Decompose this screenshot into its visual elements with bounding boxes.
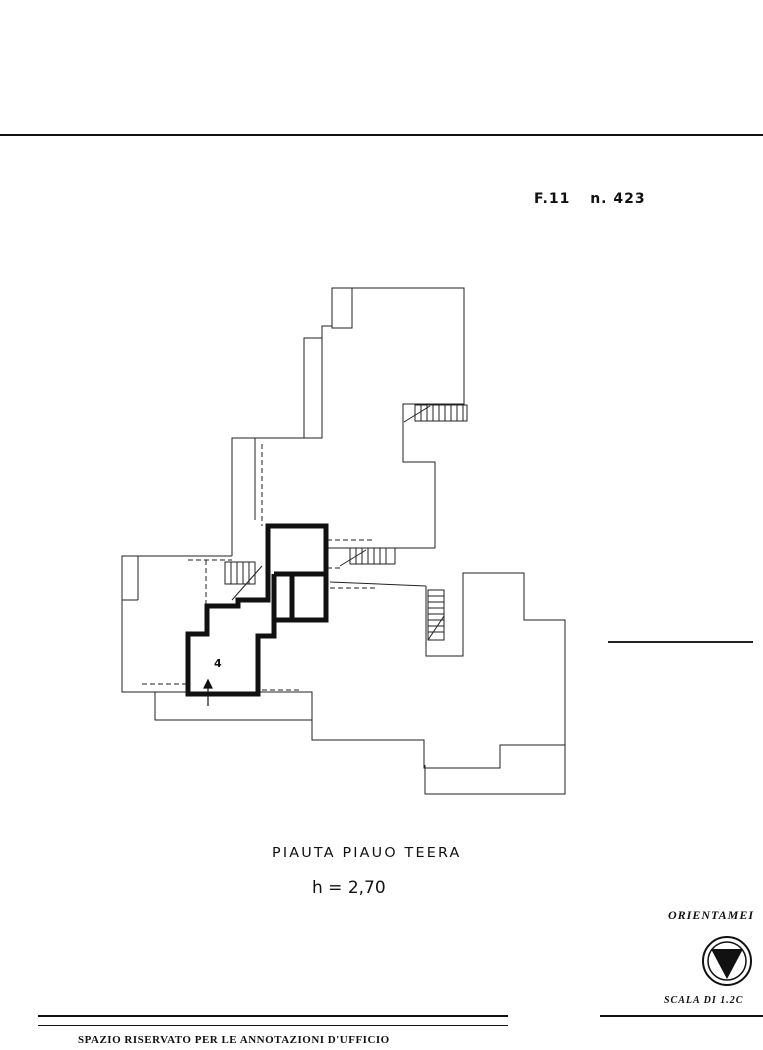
bottom-rule-right: [600, 1015, 763, 1017]
stair-upper: [403, 404, 468, 423]
stair-middle: [339, 547, 396, 567]
side-rule: [608, 641, 753, 643]
office-note: SPAZIO RISERVATO PER LE ANNOTAZIONI D'UF…: [78, 1034, 390, 1046]
top-rule: [0, 134, 763, 136]
north-arrow-icon: [702, 936, 752, 986]
outline-upper-left: [231, 288, 333, 556]
unit-label: 4: [214, 657, 222, 670]
outline-right: [425, 572, 566, 745]
height-note: h = 2,70: [312, 878, 386, 898]
outline-lower: [154, 692, 566, 795]
bottom-rule: [38, 1015, 508, 1017]
notch-top: [331, 287, 353, 329]
outline-lower-mid: [260, 691, 313, 720]
stair-left: [224, 561, 263, 601]
orientation-label: ORIENTAMEI: [668, 908, 755, 922]
outline-right-top: [329, 581, 427, 587]
sheet-foglio: F.11: [534, 191, 571, 207]
unit-4-walls: [185, 523, 329, 697]
sheet-numero: n. 423: [590, 191, 646, 207]
outline-upper: [327, 287, 465, 549]
entrance-arrow: [203, 678, 213, 706]
plan-caption: PIAUTA PIAUO TEERA: [272, 846, 462, 861]
notch-left: [303, 337, 323, 439]
sheet-reference: F.11 n. 423: [534, 191, 646, 207]
scale-label: SCALA DI 1.2C: [664, 995, 744, 1006]
bottom-rule-thin: [38, 1025, 508, 1026]
stair-right: [427, 589, 445, 641]
